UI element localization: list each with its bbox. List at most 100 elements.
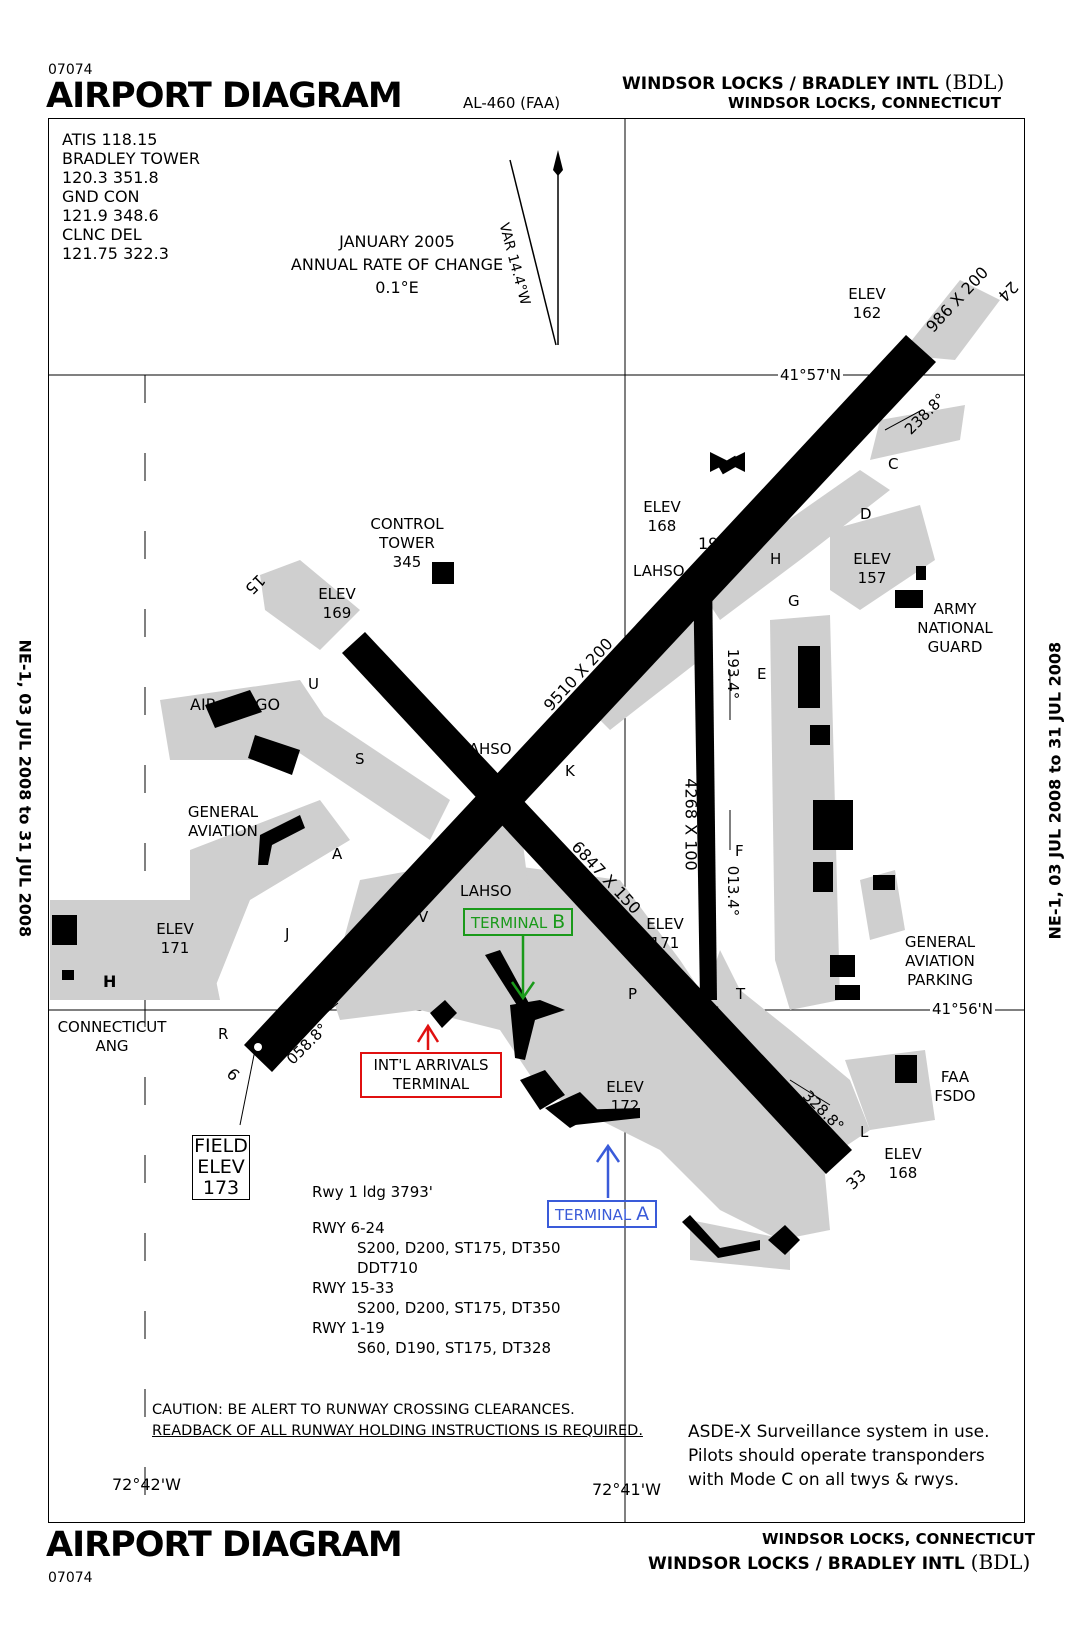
taxiway-v: V [418,908,429,926]
footer-city-state: WINDSOR LOCKS, CONNECTICUT [762,1530,1035,1548]
taxiway-p: P [628,985,638,1003]
freq-tower-label: BRADLEY TOWER [62,149,201,168]
taxiway-d: D [860,505,872,523]
chart-frame [48,118,1025,1523]
lahso-label-center: LAHSO [460,740,512,758]
freq-clnc: 121.75 322.3 [62,244,169,263]
buildings [52,452,926,1258]
cargo-building-2 [248,735,300,775]
elev-label: ELEV [646,915,684,933]
taxiway-t: T [736,985,746,1003]
lon-west: 72°42'W [112,1475,181,1494]
taxiway-r: R [218,1025,229,1043]
rwy-end-19: 19 [698,534,719,553]
ga-parking-label: GENERAL AVIATION PARKING [890,933,990,990]
variation-rate-label: ANNUAL RATE OF CHANGE [290,255,504,274]
lahso-label-north: LAHSO [633,562,685,580]
runway-15-33 [342,632,852,1174]
footer-airport-name: WINDSOR LOCKS / BRADLEY INTL (BDL) [648,1550,1030,1574]
lat-north: 41°57'N [778,366,844,384]
control-tower-line1: CONTROL [370,515,444,533]
control-tower-label: CONTROL TOWER 345 [362,515,452,572]
field-elevation-box: FIELD ELEV 173 [192,1135,250,1200]
terminal-a-prefix: TERMINAL [555,1206,632,1224]
runway-1-19 [693,570,717,1000]
variation-rate: 0.1°E [375,278,419,297]
lahso-label-south: LAHSO [460,882,512,900]
rwy-info-line: DDT710 [357,1259,418,1277]
general-aviation-label: GENERAL AVIATION [178,803,268,841]
rwy-info-line: S200, D200, ST175, DT350 [357,1299,561,1317]
heading-193-4: 193.4° [724,648,743,700]
frequency-list: ATIS 118.15 BRADLEY TOWER 120.3 351.8 GN… [62,130,200,263]
asde-x-note: ASDE-X Surveillance system in use. Pilot… [688,1420,990,1492]
runways [244,335,936,1174]
taxiway-l: L [860,1123,869,1141]
control-tower-line2: TOWER [379,534,435,552]
elev-value: 168 [647,517,677,535]
rwy-info-line: RWY 6-24 [312,1219,385,1237]
rwy1-landing-distance: Rwy 1 ldg 3793' [312,1183,433,1201]
connecticut-ang-label: CONNECTICUT ANG [52,1018,172,1056]
elev-value: 157 [857,569,887,587]
rwy-info-line: S200, D200, ST175, DT350 [357,1239,561,1257]
runway-strength-block: RWY 6-24 S200, D200, ST175, DT350 DDT710… [312,1218,561,1358]
army-guard-label: ARMY NATIONAL GUARD [905,600,1005,657]
footer-airport-name-text: WINDSOR LOCKS / BRADLEY INTL [648,1554,965,1574]
freq-gnd-label: GND CON [62,187,140,206]
freq-tower: 120.3 351.8 [62,168,159,187]
bottom-chart-id: 07074 [48,1570,93,1586]
caution-line2: READBACK OF ALL RUNWAY HOLDING INSTRUCTI… [152,1423,643,1439]
heading-013-4: 013.4° [724,865,743,917]
ang-building [52,915,77,945]
elev-value: 162 [852,304,882,322]
control-tower-building [432,562,454,584]
faa-line1: FAA [940,1068,970,1086]
taxiway-s: S [355,750,365,768]
control-tower-height: 345 [392,553,422,571]
elev-value: 171 [650,934,680,952]
cargo-building-1 [205,690,262,728]
faa-line2: FSDO [934,1087,976,1105]
taxiway-e: E [757,665,767,683]
footer-airport-code: (BDL) [970,1550,1031,1574]
north-arrow [509,159,559,346]
air-cargo-label: AIR CARGO [190,695,281,714]
taxiway-g: G [788,592,800,610]
heading-arrows [239,409,923,1126]
ang-line1: CONNECTICUT [57,1018,167,1036]
elev-label: ELEV [853,550,891,568]
army-line3: GUARD [927,638,983,656]
ga-parking-line2: AVIATION [905,952,975,970]
army-line2: NATIONAL [917,619,993,637]
terminal-arrows [416,935,621,1198]
elev-label: ELEV [606,1078,644,1096]
elev-label: ELEV [318,585,356,603]
freq-gnd: 121.9 348.6 [62,206,159,225]
ang-line2: ANG [95,1037,129,1055]
elev-label: ELEV [156,920,194,938]
field-elev-value: 173 [202,1177,240,1199]
intl-line1: INT'L ARRIVALS [373,1056,489,1074]
caution-line1: CAUTION: BE ALERT TO RUNWAY CROSSING CLE… [152,1402,575,1418]
freq-clnc-label: CLNC DEL [62,225,142,244]
taxiway-j: J [285,925,290,943]
taxiway-h: H [770,550,782,568]
heliport-marker: H [103,972,117,991]
elev-label: ELEV [643,498,681,516]
elev-label: ELEV [848,285,886,303]
variation-date: JANUARY 2005 [339,232,455,251]
chart-title: AIRPORT DIAGRAM [46,76,403,116]
elev-value: 168 [888,1164,918,1182]
rwy-1-19-dims: 4268 X 100 [681,778,701,871]
rwy-info-line: S60, D190, ST175, DT328 [357,1339,552,1357]
elev-value: 169 [322,604,352,622]
intl-line2: TERMINAL [392,1075,470,1093]
rwy-info-line: RWY 15-33 [312,1279,395,1297]
rwy-end-1: 1 [712,1003,723,1022]
field-elev-line1: FIELD [194,1135,248,1157]
